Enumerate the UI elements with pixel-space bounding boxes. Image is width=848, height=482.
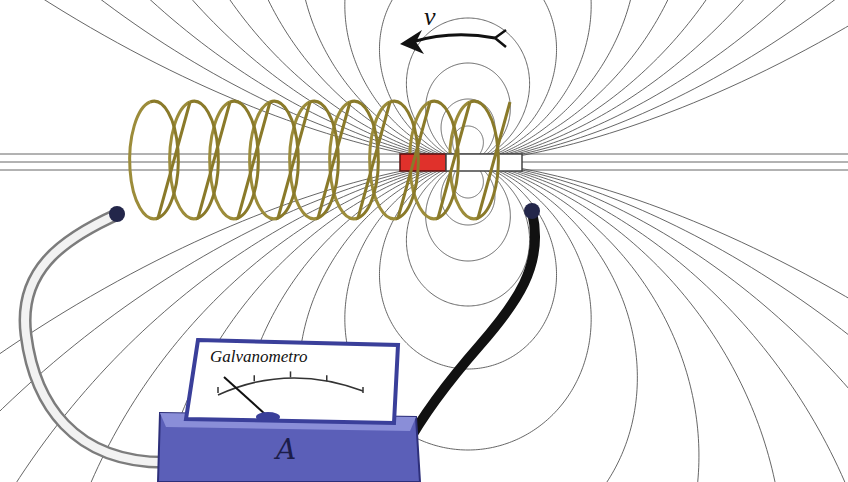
terminal-dot	[524, 203, 540, 219]
galvanometer: GalvanometroA	[158, 335, 420, 482]
field-line	[0, 162, 848, 482]
meter-title: Galvanometro	[210, 347, 308, 367]
field-line	[45, 0, 848, 162]
field-line	[0, 162, 848, 482]
field-line	[0, 0, 848, 162]
arrow-tail	[495, 30, 506, 47]
field-line	[379, 0, 556, 162]
coil-turn	[350, 101, 390, 218]
coil-turn	[390, 101, 430, 218]
field-line	[0, 0, 848, 162]
coil-turn	[470, 101, 510, 218]
field-line	[0, 162, 848, 482]
coil-front	[150, 101, 510, 218]
cable-outer	[25, 214, 178, 462]
field-line	[0, 0, 848, 162]
coil-back	[130, 102, 478, 219]
scale-tick	[326, 375, 328, 381]
coil-turn	[430, 101, 470, 218]
field-line	[152, 0, 783, 162]
field-line	[345, 0, 591, 162]
velocity-arrowhead	[400, 30, 424, 54]
meter-needle	[224, 377, 266, 415]
meter-face	[186, 340, 398, 423]
field-line	[406, 162, 529, 306]
black-cable	[405, 212, 535, 448]
needle-pivot	[256, 412, 280, 422]
velocity-arrow	[412, 35, 495, 42]
terminal-dot	[109, 206, 125, 222]
scale-tick	[217, 387, 219, 393]
coil-turn	[270, 101, 310, 218]
coil-turn	[230, 101, 270, 218]
field-line	[299, 0, 638, 162]
magnet-north	[400, 154, 446, 171]
coil-turn	[150, 101, 190, 218]
coil-turn-back	[130, 102, 158, 219]
unit-symbol: A	[276, 433, 296, 466]
velocity-label: v	[424, 2, 436, 32]
field-line	[237, 0, 699, 162]
coil-turn	[190, 101, 230, 218]
scale-tick	[362, 387, 364, 393]
grey-cable	[25, 214, 178, 462]
scale-tick	[290, 371, 292, 377]
field-line	[406, 18, 529, 162]
coil-turn	[310, 101, 350, 218]
scale-tick	[254, 375, 256, 381]
